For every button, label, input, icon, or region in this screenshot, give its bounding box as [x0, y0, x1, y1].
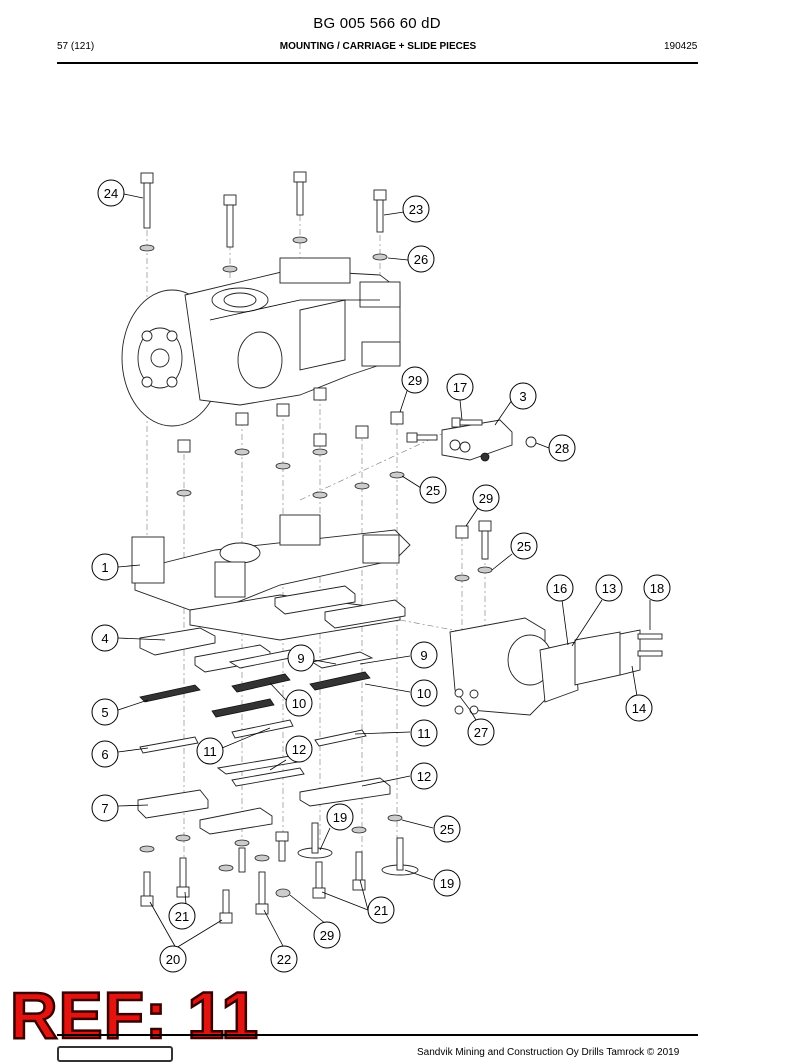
bracket-bolt-and-nut: [454, 520, 493, 582]
callout-label: 17: [453, 380, 467, 395]
callout-label: 12: [292, 742, 306, 757]
ref-stamp: REF: 11: [9, 978, 260, 1052]
leader-lines: [117, 193, 651, 949]
callout: 21: [367, 896, 395, 924]
callout-label: 22: [277, 952, 291, 967]
callout-label: 19: [440, 876, 454, 891]
callout: 27: [467, 718, 495, 746]
section-title: MOUNTING / CARRIAGE + SLIDE PIECES: [279, 41, 477, 52]
callout: 12: [285, 735, 313, 763]
callout: 18: [643, 574, 671, 602]
callout: 17: [446, 373, 474, 401]
callout: 21: [168, 902, 196, 930]
callout: 25: [433, 815, 461, 843]
callout: 9: [287, 644, 315, 672]
callout-label: 29: [408, 373, 422, 388]
callout-label: 25: [426, 483, 440, 498]
callout-label: 5: [101, 705, 108, 720]
callout-label: 23: [409, 202, 423, 217]
callout-label: 18: [650, 581, 664, 596]
callout-label: 3: [519, 389, 526, 404]
callout-label: 19: [333, 810, 347, 825]
callout: 1: [91, 553, 119, 581]
callout: 11: [410, 719, 438, 747]
callout: 29: [313, 921, 341, 949]
callout: 19: [433, 869, 461, 897]
rotation-motor-assembly: [121, 257, 401, 427]
page-number: 57 (121): [57, 41, 95, 52]
callout-balloons: 24 23 26 29 17 3 28 25 29 25 1 16 13 18 …: [91, 179, 671, 973]
callout: 5: [91, 698, 119, 726]
callout-label: 21: [175, 909, 189, 924]
side-bracket: [449, 617, 663, 716]
callout-label: 21: [374, 903, 388, 918]
callout: 10: [410, 679, 438, 707]
callout: 26: [407, 245, 435, 273]
callout-label: 11: [203, 744, 217, 759]
callout-label: 7: [101, 801, 108, 816]
callout-label: 20: [166, 952, 180, 967]
callout-label: 28: [555, 441, 569, 456]
callout: 24: [97, 179, 125, 207]
callout-label: 6: [101, 747, 108, 762]
callout: 22: [270, 945, 298, 973]
callout: 4: [91, 624, 119, 652]
callout: 28: [548, 434, 576, 462]
callout-label: 24: [104, 186, 118, 201]
callout-label: 9: [297, 651, 304, 666]
document-code: BG 005 566 60 dD: [313, 15, 441, 32]
callout: 12: [410, 762, 438, 790]
callout-label: 10: [417, 686, 431, 701]
callout: 25: [419, 476, 447, 504]
callout: 14: [625, 694, 653, 722]
callout-label: 25: [517, 539, 531, 554]
callout: 10: [285, 689, 313, 717]
callout-label: 27: [474, 725, 488, 740]
callout-label: 13: [602, 581, 616, 596]
callout: 6: [91, 740, 119, 768]
callout: 19: [326, 803, 354, 831]
callout: 16: [546, 574, 574, 602]
callout-label: 1: [101, 560, 108, 575]
callout: 23: [402, 195, 430, 223]
nuts-and-washers: [176, 387, 405, 499]
header-rule: [57, 62, 698, 64]
bottom-bolts: [139, 814, 403, 924]
callout: 29: [472, 484, 500, 512]
callout-label: 4: [101, 631, 108, 646]
callout: 11: [196, 737, 224, 765]
callout-label: 26: [414, 252, 428, 267]
clamp-assembly: [406, 417, 537, 462]
callout: 29: [401, 366, 429, 394]
carriage-frame: [131, 514, 411, 641]
sandvik-logo: [57, 1046, 173, 1062]
callout: 3: [509, 382, 537, 410]
callout-label: 29: [320, 928, 334, 943]
callout: 25: [510, 532, 538, 560]
callout-label: 11: [417, 726, 431, 741]
callout: 13: [595, 574, 623, 602]
slide-pads: [297, 822, 419, 876]
footer-rule: [57, 1034, 698, 1036]
callout-label: 25: [440, 822, 454, 837]
callout-label: 14: [632, 701, 646, 716]
callout-label: 9: [420, 648, 427, 663]
revision-number: 190425: [664, 41, 698, 52]
callout: 7: [91, 794, 119, 822]
callout-label: 16: [553, 581, 567, 596]
callout-label: 12: [417, 769, 431, 784]
callout-label: 10: [292, 696, 306, 711]
callout-label: 29: [479, 491, 493, 506]
callout: 20: [159, 945, 187, 973]
callout: 9: [410, 641, 438, 669]
top-bolts: [139, 171, 388, 273]
